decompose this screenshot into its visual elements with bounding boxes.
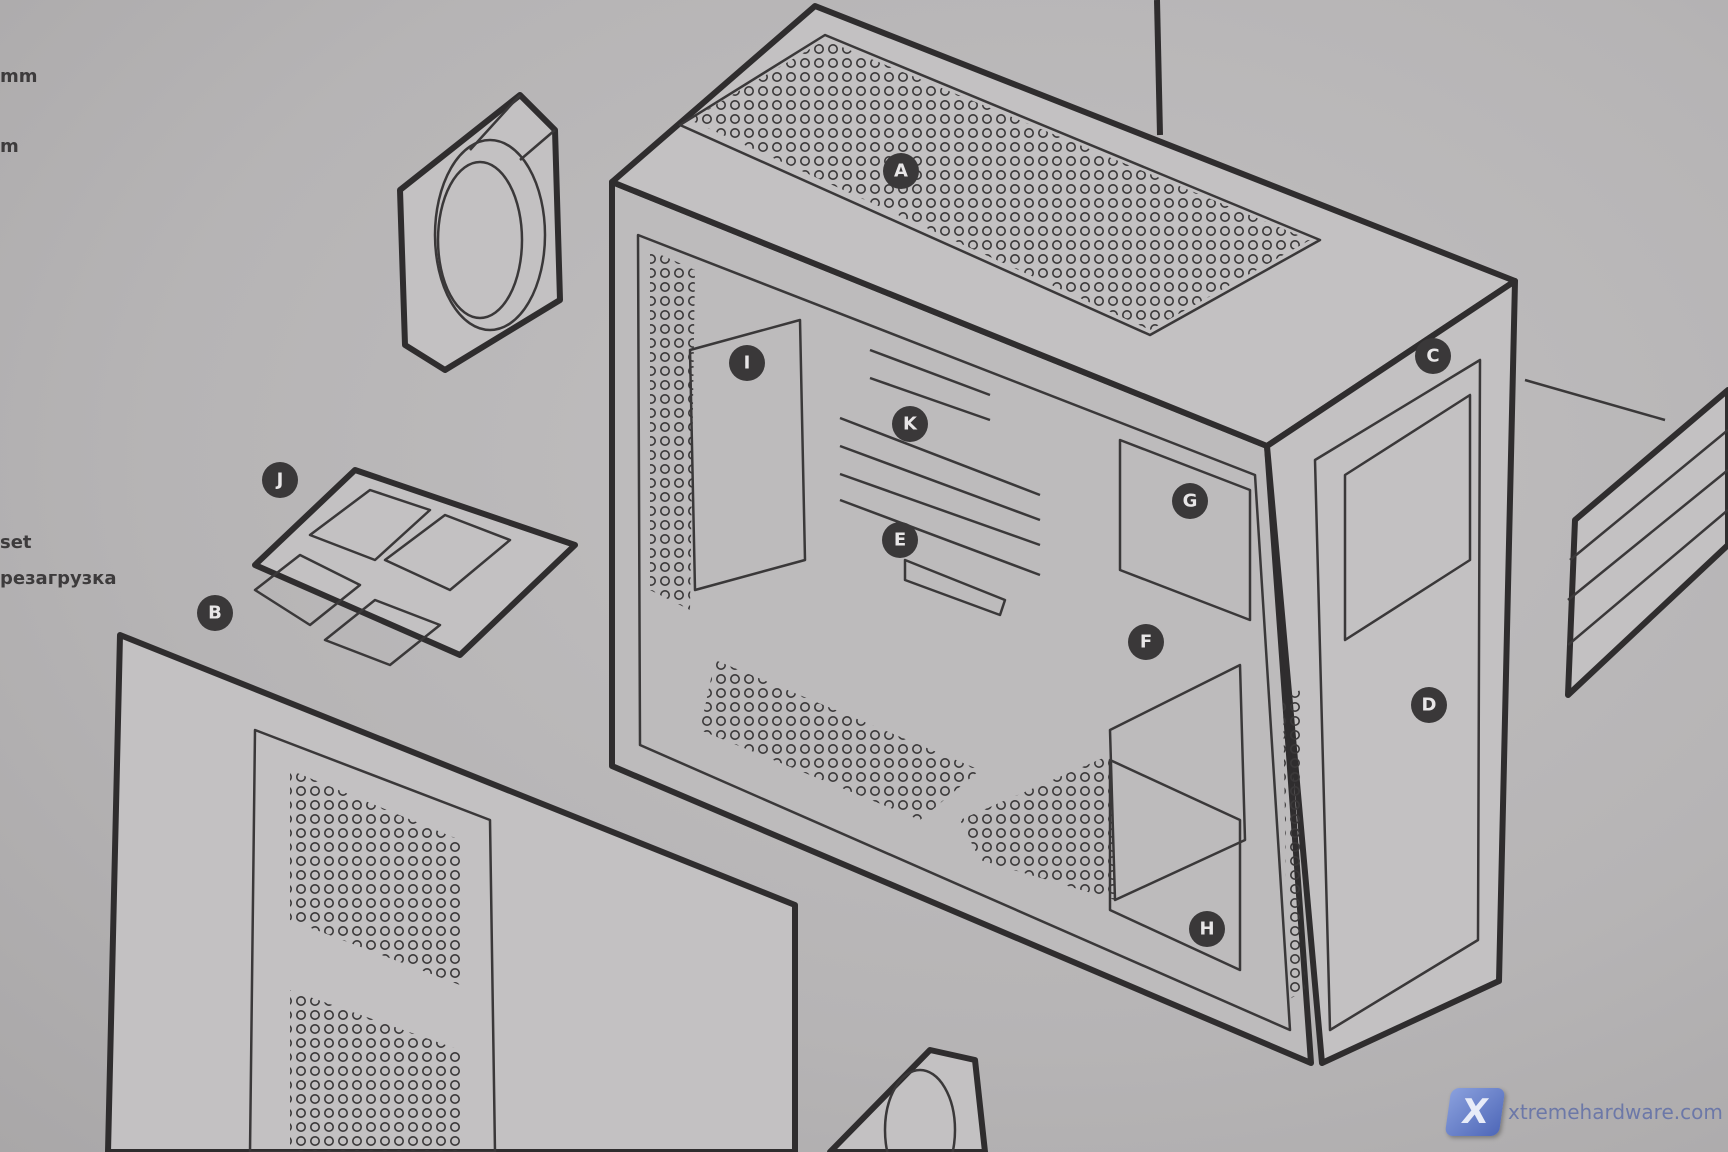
drive-bay-cover [1524, 378, 1728, 698]
label-J: J [262, 462, 298, 498]
label-A: A [883, 153, 919, 189]
label-G: G [1172, 483, 1208, 519]
spec-text-4: резагрузка [0, 568, 117, 589]
svg-text:K: K [903, 414, 918, 435]
svg-text:E: E [894, 530, 906, 551]
pc-case [609, 3, 1518, 1066]
svg-text:B: B [208, 603, 222, 624]
spec-text-1: mm [0, 66, 38, 87]
dust-filter [252, 467, 578, 667]
label-C: C [1415, 338, 1451, 374]
label-H: H [1189, 911, 1225, 947]
svg-text:I: I [744, 353, 751, 374]
side-panel [105, 632, 798, 1152]
spec-text-2: m [0, 136, 19, 157]
label-D: D [1411, 687, 1447, 723]
leader-line [1154, 0, 1163, 136]
fan-top [397, 92, 563, 373]
label-I: I [729, 345, 765, 381]
label-F: F [1128, 624, 1164, 660]
label-E: E [882, 522, 918, 558]
svg-text:G: G [1183, 491, 1198, 512]
svg-text:C: C [1426, 346, 1439, 367]
svg-text:H: H [1199, 919, 1214, 940]
watermark: X xtremehardware.com [1444, 1088, 1723, 1136]
watermark-logo-icon: X [1444, 1088, 1506, 1136]
label-B: B [197, 595, 233, 631]
svg-text:F: F [1140, 632, 1152, 653]
label-K: K [892, 406, 928, 442]
svg-text:D: D [1422, 695, 1437, 716]
spec-text-3: set [0, 532, 32, 553]
svg-text:A: A [894, 161, 908, 182]
fan-bottom [827, 1047, 988, 1152]
svg-text:J: J [275, 470, 284, 491]
watermark-text: xtremehardware.com [1508, 1100, 1723, 1124]
